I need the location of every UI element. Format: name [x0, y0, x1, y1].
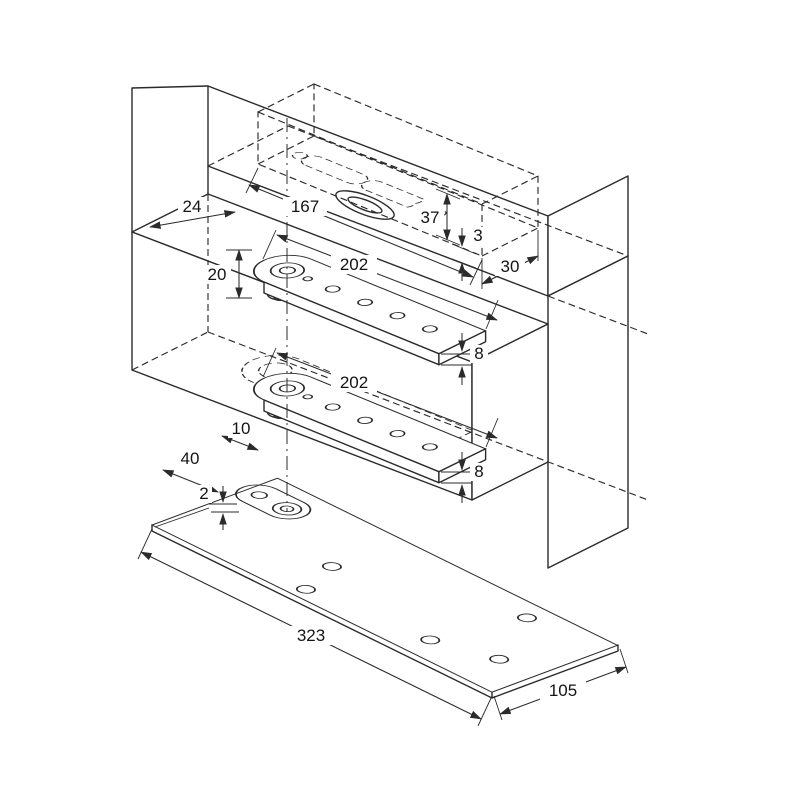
- screw-hole: [421, 443, 438, 451]
- mortise-front-outline: [257, 111, 483, 257]
- dim-37: 37: [416, 188, 461, 246]
- mortise-back-outline: [313, 83, 539, 229]
- dim-label-323: 323: [297, 626, 325, 645]
- dim-label-105: 105: [549, 681, 577, 700]
- label-mask: [416, 208, 444, 227]
- screw-hole: [421, 325, 438, 333]
- dim-label-30: 30: [501, 257, 520, 276]
- label-mask: [288, 626, 334, 645]
- door-hidden-edge: [131, 331, 209, 371]
- dim-8-bottom: 8: [441, 452, 488, 503]
- label-mask: [470, 463, 488, 481]
- label-mask: [228, 419, 254, 438]
- jamb-edge: [131, 85, 209, 233]
- dim-line: [221, 435, 259, 451]
- dim-label-40: 40: [181, 449, 200, 468]
- dim-167: 167: [245, 167, 483, 286]
- dim-label-20: 20: [208, 265, 227, 284]
- ext-line: [154, 507, 210, 528]
- dim-10: 10: [221, 419, 259, 451]
- floor-pivot-hole-inner: [279, 505, 295, 513]
- dim-202-bottom: 202: [262, 347, 499, 448]
- dim-label-202-bottom: 202: [340, 373, 368, 392]
- label-mask: [331, 255, 377, 274]
- label-mask: [495, 257, 525, 276]
- header-hidden-edge: [207, 125, 289, 167]
- label-mask: [540, 681, 586, 700]
- wall-hidden-edge: [547, 295, 649, 335]
- ext-tick: [209, 503, 239, 513]
- dim-label-2: 2: [199, 484, 208, 503]
- label-mask: [196, 485, 212, 503]
- dim-label-8-top: 8: [474, 344, 483, 363]
- label-mask: [178, 197, 206, 216]
- dim-label-8-bottom: 8: [474, 462, 483, 481]
- dim-label-202-top: 202: [340, 255, 368, 274]
- dim-323: 323: [137, 528, 493, 727]
- dimensions: 167 37 3 30 24: [137, 167, 629, 727]
- dim-105: 105: [493, 648, 629, 721]
- floor-screw-hole: [489, 654, 510, 664]
- floor-slot-hole: [250, 491, 268, 499]
- mortise-hole: [291, 152, 308, 160]
- floor-plate-pivot-slot: [235, 484, 312, 520]
- dim-label-167: 167: [291, 197, 319, 216]
- dim-202-top: 202: [262, 229, 499, 330]
- dim-2: 2: [154, 484, 239, 530]
- right-wall-face: [547, 255, 629, 569]
- dim-20: 20: [203, 249, 252, 299]
- dim-24: 24: [149, 197, 236, 229]
- dim-line: [276, 234, 498, 321]
- dim-line: [149, 210, 236, 229]
- right-wall: [547, 255, 649, 569]
- left-jamb: [131, 85, 209, 233]
- label-mask: [283, 197, 327, 216]
- floor-screw-hole: [516, 613, 537, 623]
- ext-tick: [441, 471, 472, 484]
- dim-label-10: 10: [232, 419, 251, 438]
- label-mask: [331, 373, 377, 392]
- dim-line: [276, 352, 498, 439]
- floor-pivot-hole-outer: [271, 502, 303, 516]
- dim-label-24: 24: [183, 197, 202, 216]
- dim-label-37: 37: [421, 208, 440, 227]
- label-mask: [203, 265, 231, 284]
- dim-label-3: 3: [473, 226, 482, 245]
- dim-30: 30: [481, 230, 539, 289]
- label-mask: [176, 449, 204, 468]
